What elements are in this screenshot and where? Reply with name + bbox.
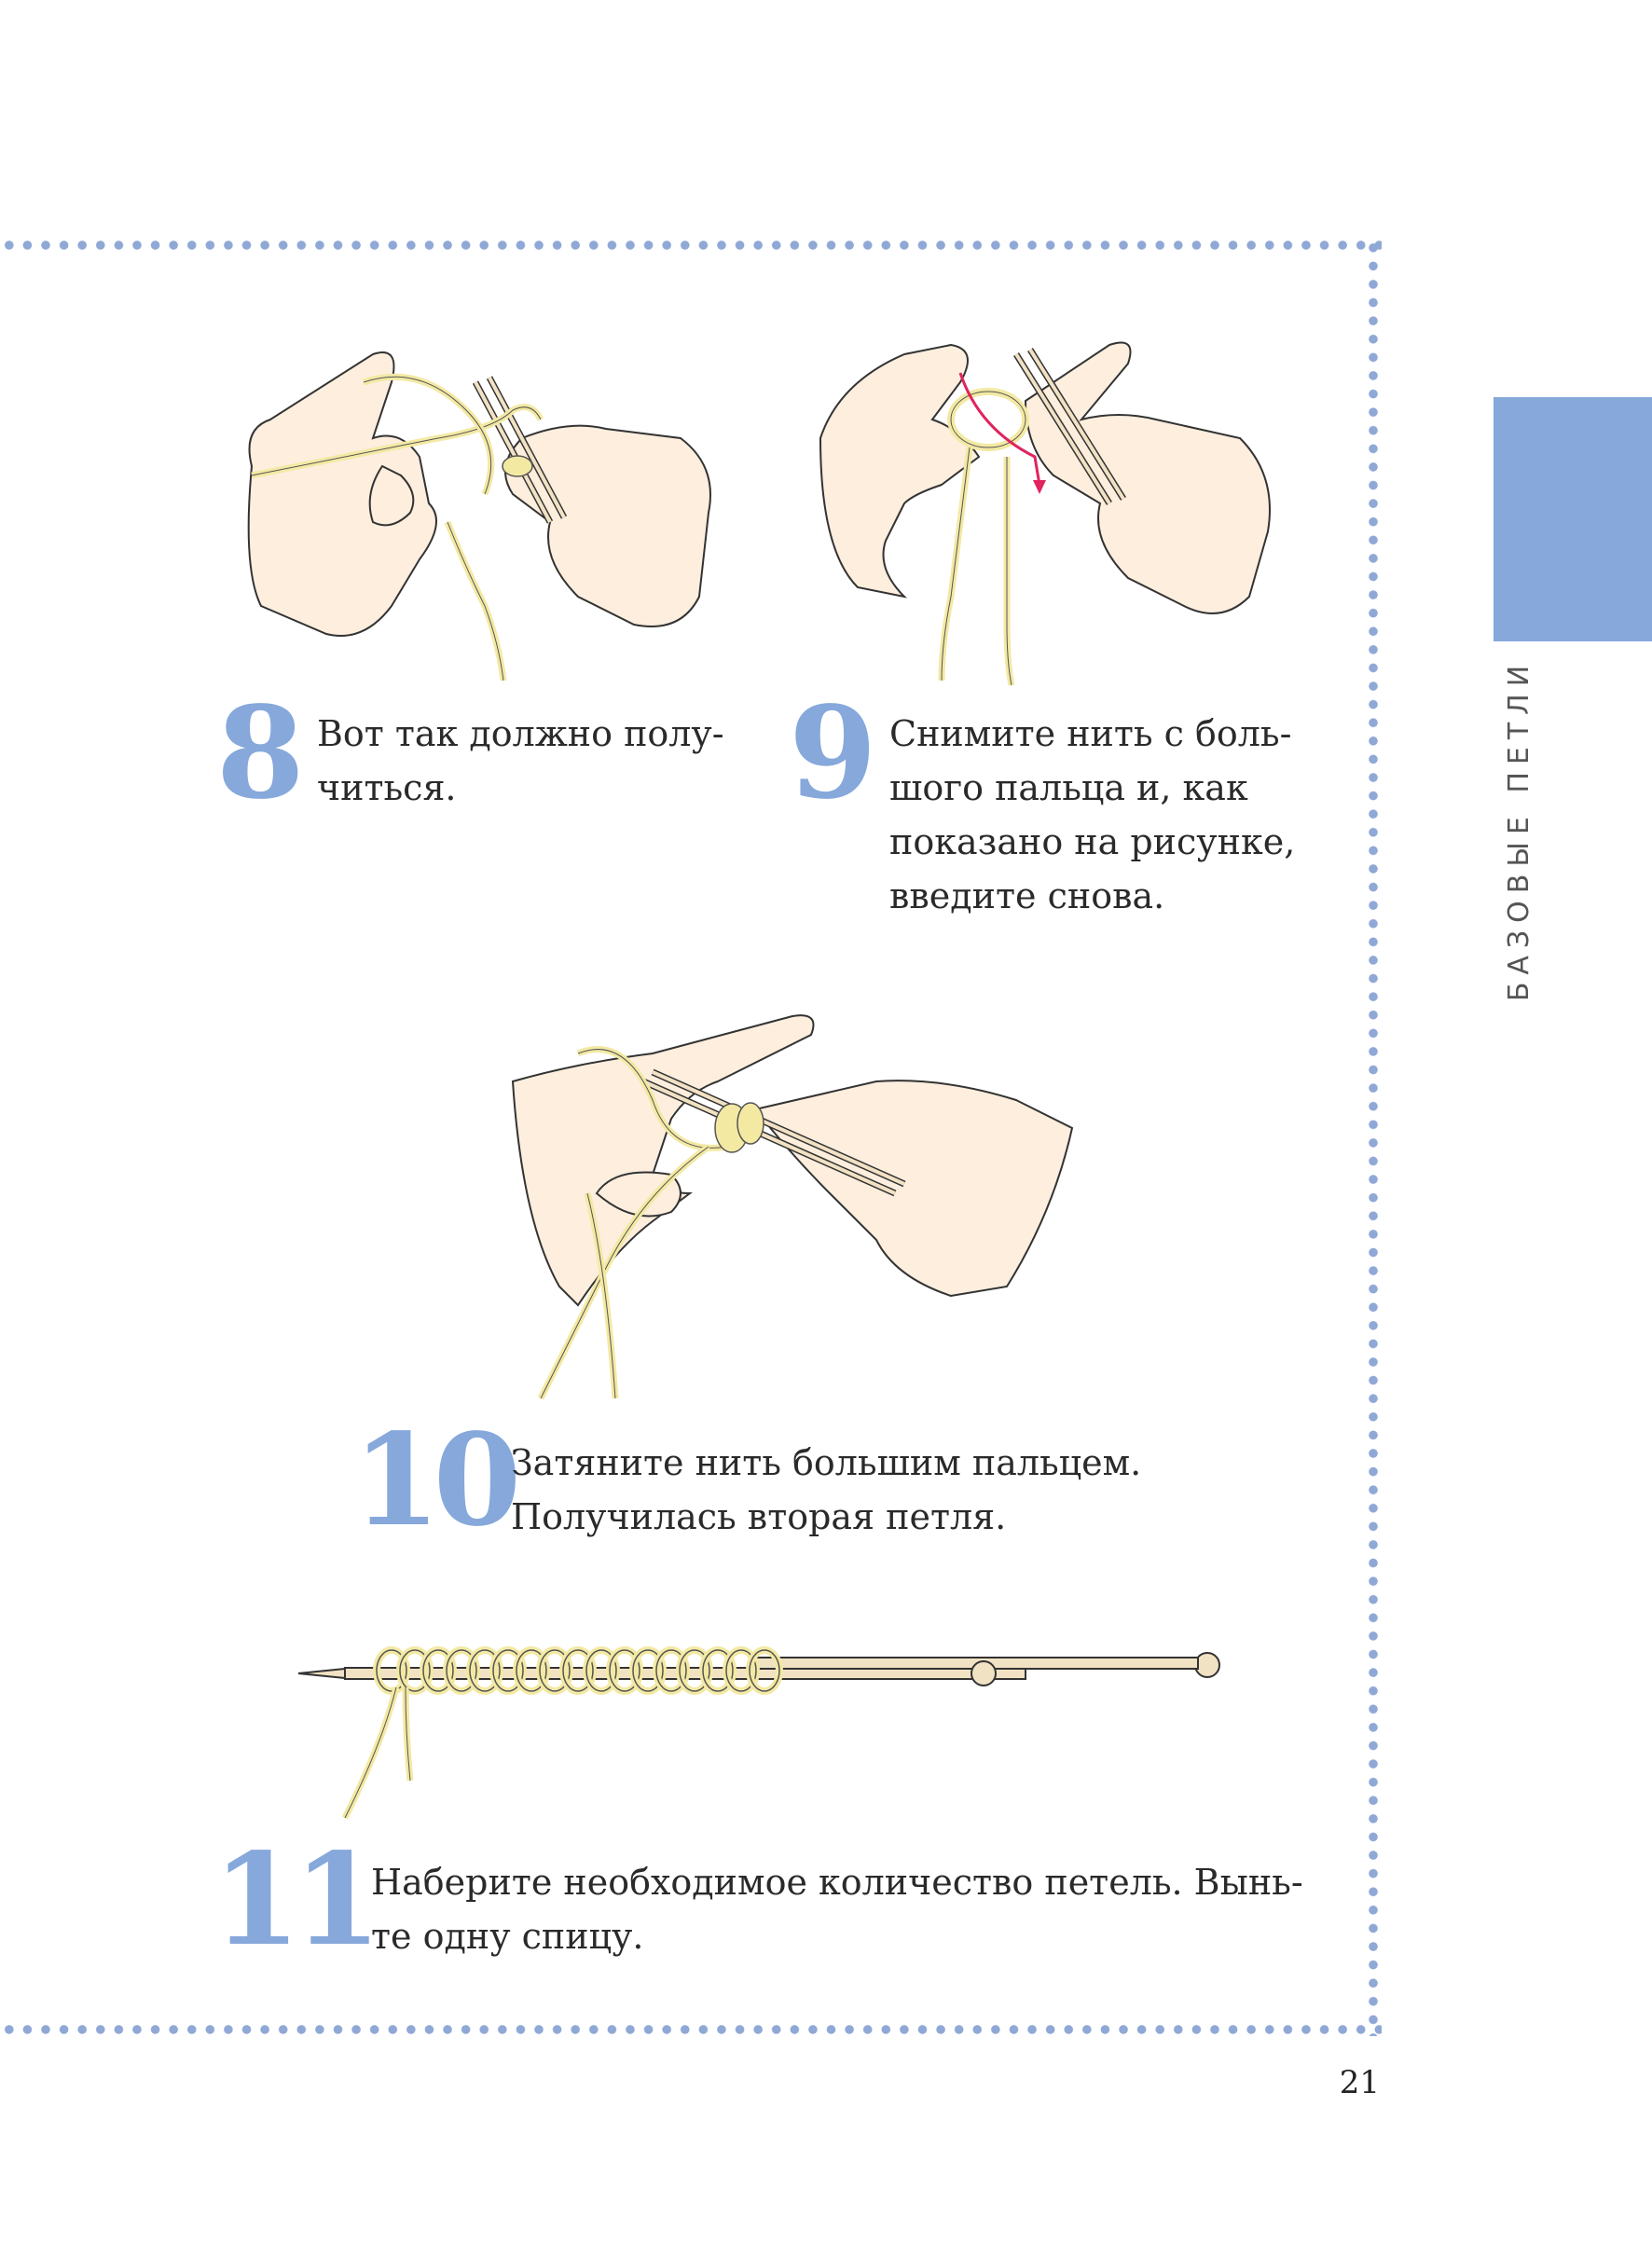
step-11-illustration [297,1646,1220,1820]
step-10-text: Затяните нить большим пальцем. Получилас… [511,1436,1141,1544]
dotted-frame-bottom [0,2023,1382,2036]
step-8-number: 8 [216,679,305,828]
step-8-text: Вот так должно полу- читься. [317,707,724,815]
step-10-number: 10 [352,1406,521,1555]
step-9-line: введите снова. [889,875,1165,916]
step-9-line: шого пальца и, как [889,767,1248,808]
step-8-line: читься. [317,767,457,808]
step-10-illustration [511,1014,1074,1400]
page-number: 21 [1339,2064,1380,2101]
step-11-text: Наберите необходимое количество петель. … [371,1855,1303,1963]
step-9-line: Снимите нить с боль- [889,713,1292,754]
step-9-text: Снимите нить с боль- шого пальца и, как … [889,707,1295,923]
step-8-illustration [247,351,711,681]
step-10-line: Затяните нить большим пальцем. [511,1442,1142,1483]
step-8-line: Вот так должно полу- [317,713,724,754]
section-tab [1494,397,1652,641]
dotted-frame-top [0,239,1382,252]
section-label: БАЗОВЫЕ ПЕТЛИ [1503,657,1535,1002]
red-arrow [958,372,1041,486]
step-11-number: 11 [213,1825,381,1975]
step-10-line: Получилась вторая петля. [511,1496,1007,1537]
step-11-line: те одну спицу. [371,1916,644,1957]
dotted-frame-right [1367,239,1380,2036]
step-9-number: 9 [789,679,877,828]
step-9-illustration [819,341,1271,686]
step-9-line: показано на рисунке, [889,821,1296,862]
step-11-line: Наберите необходимое количество петель. … [371,1862,1303,1903]
